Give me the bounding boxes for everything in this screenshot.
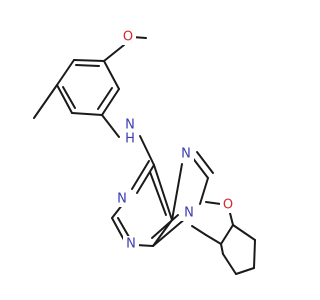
bond-n9-c4 <box>152 217 187 247</box>
bond-ar-2 <box>56 59 75 86</box>
bond-nh-c6 <box>139 135 155 166</box>
bond-c4-c5-thf <box>235 267 255 275</box>
bond-ring-methyl <box>33 84 58 119</box>
bond-ch2 <box>205 234 222 245</box>
bond-c2-n3-inner <box>117 217 130 238</box>
bond-c3-c4 <box>253 239 256 269</box>
bond-c2-c3 <box>232 224 256 241</box>
purine-n9: N <box>184 206 194 221</box>
purine-n7: N <box>181 147 191 162</box>
bond-ar-1-inner <box>75 64 100 67</box>
methoxy-oxygen: O <box>123 30 133 45</box>
bond-ar-3-inner <box>62 86 76 109</box>
bond-ar-3 <box>56 84 73 114</box>
bond-ar-1 <box>73 59 105 62</box>
bond-ar-5 <box>101 88 120 116</box>
bond-aryl-nh <box>101 114 120 138</box>
ring-oxygen: O <box>223 198 233 213</box>
amine-nitrogen: N <box>125 118 135 133</box>
bond-n9-ch2 <box>191 225 207 236</box>
bond-n7-c8-inner <box>196 151 214 174</box>
bond-c6-n1-inner <box>131 160 150 190</box>
bond-c5-c6-inner <box>149 171 167 216</box>
amine-hydrogen: H <box>125 132 135 147</box>
purine-n1: N <box>117 192 127 207</box>
molecule-canvas: O N H N N N N O <box>33 29 256 275</box>
structure-diagram: O N H N N N N O <box>33 29 256 275</box>
bond-ar-4 <box>71 112 103 116</box>
bond-ch2-c2 <box>220 224 234 245</box>
bond-c8-n9 <box>199 177 209 205</box>
bond-c5-c6 <box>153 164 173 221</box>
bond-c6-n1 <box>136 164 155 194</box>
bond-n7-c8 <box>191 156 209 179</box>
bonds <box>33 36 256 275</box>
bond-c5-n7 <box>171 163 183 221</box>
atoms: O N H N N N N O <box>114 29 236 252</box>
bond-o-aryl <box>103 44 125 62</box>
bond-thf-close <box>220 243 224 255</box>
purine-n3: N <box>126 237 136 252</box>
bond-ar-5-inner <box>97 87 113 110</box>
bond-c5-c1-thf <box>222 253 237 275</box>
bond-c2-n3 <box>111 217 125 241</box>
bond-ar-6 <box>103 60 120 90</box>
bond-n9-c4-inner <box>151 214 179 239</box>
